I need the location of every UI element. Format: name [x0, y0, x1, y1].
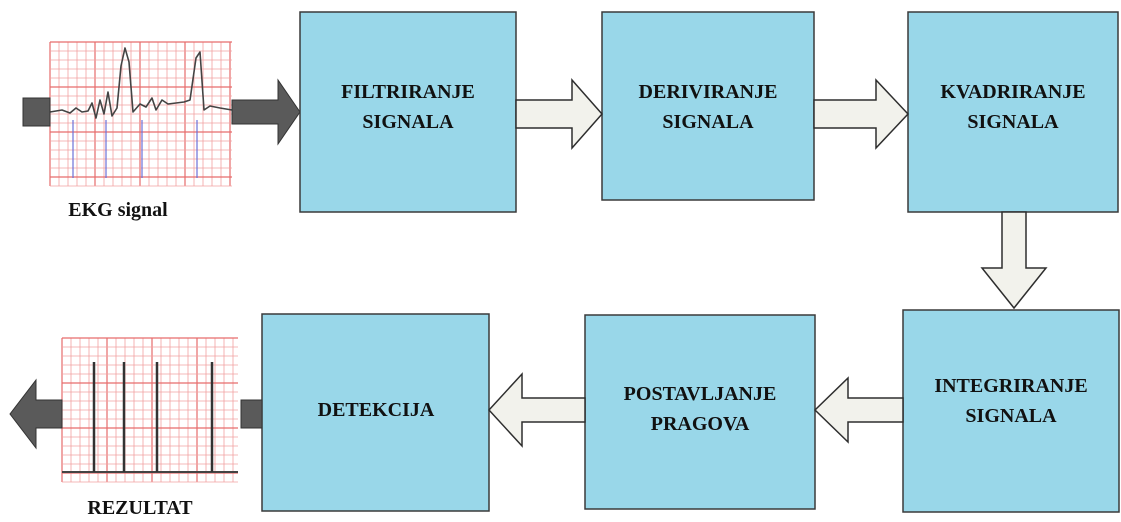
block-label-line: INTEGRIRANJE	[934, 375, 1087, 397]
output-stub	[240, 399, 263, 429]
block-label-line: SIGNALA	[362, 111, 454, 133]
block-deriviranje: DERIVIRANJE SIGNALA	[601, 11, 815, 201]
block-label-line: DETEKCIJA	[318, 399, 435, 421]
block-filtriranje: FILTRIRANJE SIGNALA	[299, 11, 517, 213]
block-label-line: KVADRIRANJE	[940, 81, 1085, 103]
block-label-line: PRAGOVA	[651, 413, 750, 435]
input-caption: EKG signal	[68, 199, 168, 221]
block-integriranje: INTEGRIRANJE SIGNALA	[902, 309, 1120, 513]
block-detekcija: DETEKCIJA	[261, 313, 490, 512]
arrow-deriviranje-to-kvadriranje	[813, 78, 910, 150]
block-label-line: FILTRIRANJE	[341, 81, 475, 103]
block-label-line: DERIVIRANJE	[639, 81, 778, 103]
block-label-line: SIGNALA	[965, 405, 1057, 427]
block-label-line: SIGNALA	[967, 111, 1059, 133]
arrow-filtriranje-to-deriviranje	[515, 78, 604, 150]
output-arrow	[9, 378, 63, 450]
block-label-line: SIGNALA	[662, 111, 754, 133]
block-postavljanje-pragova: POSTAVLJANJE PRAGOVA	[584, 314, 816, 510]
arrow-pragovi-to-detekcija	[487, 372, 586, 448]
block-label-line: POSTAVLJANJE	[624, 383, 777, 405]
detection-spikes-icon	[61, 337, 238, 483]
input-arrow	[231, 78, 301, 146]
ekg-trace	[49, 47, 233, 119]
arrow-kvadriranje-to-integriranje	[980, 211, 1048, 310]
ekg-waveform-icon	[49, 41, 233, 187]
arrow-integriranje-to-pragovi	[813, 376, 904, 444]
block-kvadriranje: KVADRIRANJE SIGNALA	[907, 11, 1119, 213]
input-stub	[22, 97, 51, 127]
output-caption: REZULTAT	[87, 497, 193, 519]
